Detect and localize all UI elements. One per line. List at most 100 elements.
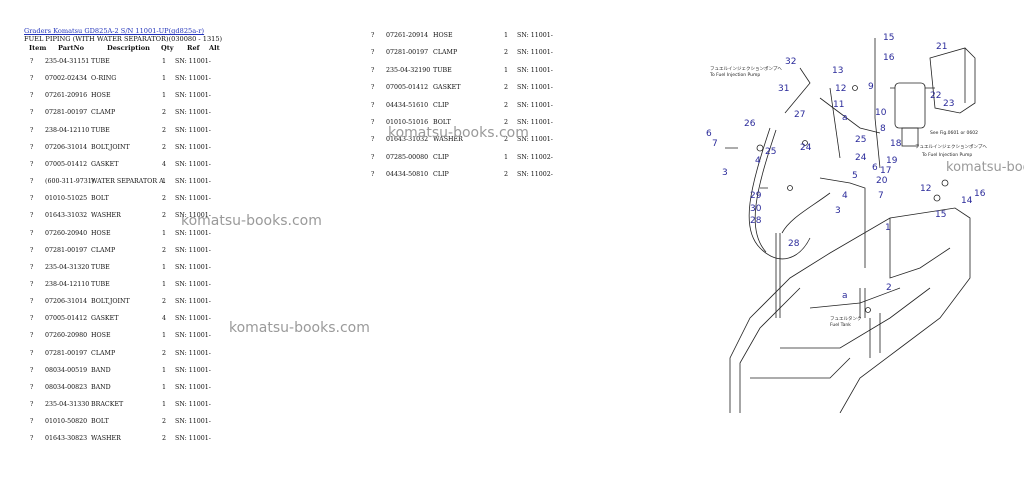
cell-partno: 235-04-32190 — [386, 66, 431, 74]
callout-17: 17 — [880, 166, 891, 176]
cell-ref: SN: 11001- — [517, 136, 553, 144]
cell-desc: GASKET — [91, 160, 119, 168]
cell-desc: BRACKET — [91, 401, 124, 408]
cell-partno: 07206-31014 — [45, 143, 88, 151]
cell-partno: 235-04-31330 — [45, 401, 90, 408]
cell-item: ? — [30, 246, 34, 254]
cell-desc: BOLT,JOINT — [91, 298, 130, 306]
cell-ref: SN: 11001- — [517, 66, 553, 74]
callout-16: 16 — [883, 53, 895, 63]
note-jp-injection-pump-2: フュエルインジェクションポンプへ — [915, 143, 987, 150]
cell-partno: 01643-31032 — [386, 136, 429, 144]
cell-qty: 1 — [162, 401, 167, 408]
cell-ref: SN: 11001- — [175, 298, 211, 306]
cell-partno: 04434-51610 — [386, 101, 429, 109]
callout-6: 6 — [872, 163, 878, 173]
cell-item: ? — [371, 101, 375, 109]
cell-partno: 07281-00197 — [45, 109, 88, 117]
cell-qty: 1 — [162, 92, 167, 100]
callout-13: 13 — [832, 66, 843, 76]
cell-partno: 07261-20916 — [45, 92, 88, 100]
cell-partno: 07285-00080 — [386, 153, 429, 161]
cell-qty: 2 — [162, 246, 167, 254]
cell-item: ? — [371, 171, 375, 179]
callout-14: 14 — [961, 196, 973, 206]
callout-21: 21 — [936, 42, 947, 52]
callout-29: 29 — [750, 191, 762, 201]
callout-26: 26 — [744, 119, 756, 129]
callout-15: 15 — [883, 33, 894, 43]
cell-item: ? — [30, 298, 34, 306]
cell-qty: 1 — [162, 75, 167, 83]
cell-partno: 01643-30823 — [45, 435, 88, 443]
callout-2: 2 — [886, 283, 892, 293]
cell-desc: WASHER — [91, 435, 121, 443]
cell-qty: 2 — [162, 212, 167, 220]
cell-item: ? — [30, 160, 34, 168]
cell-ref: SN: 11001- — [175, 366, 211, 374]
cell-item: ? — [371, 153, 375, 161]
callout-1: 1 — [885, 223, 891, 233]
breadcrumb-link[interactable]: Graders Komatsu GD825A-2 S/N 11001-UP(gd… — [24, 27, 205, 35]
cell-partno: 07206-31014 — [45, 298, 88, 306]
cell-ref: SN: 11001- — [175, 126, 211, 134]
cell-desc: BAND — [91, 366, 111, 374]
callout-31: 31 — [778, 84, 789, 94]
callout-a: a — [842, 113, 848, 123]
cell-desc: CLAMP — [91, 349, 116, 357]
cell-desc: BOLT,JOINT — [91, 143, 130, 151]
cell-partno: 07281-00197 — [45, 246, 88, 254]
callout-22: 22 — [930, 91, 941, 101]
cell-qty: 2 — [504, 171, 509, 179]
cell-item: ? — [30, 435, 34, 443]
note-jp-injection-pump: フュエルインジェクションポンプへ — [710, 65, 782, 72]
cell-item: ? — [30, 263, 34, 271]
cell-qty: 2 — [504, 101, 509, 109]
cell-ref: SN: 11001- — [175, 212, 211, 220]
note-see-fig: See Fig.0601 or 0602 — [930, 130, 978, 136]
cell-ref: SN: 11001- — [517, 84, 553, 92]
cell-desc: WASHER — [91, 212, 121, 220]
watermark: komatsu-books.com — [946, 160, 1024, 175]
cell-item: ? — [30, 109, 34, 117]
cell-qty: 2 — [162, 195, 167, 203]
cell-item: ? — [30, 178, 34, 186]
cell-item: ? — [30, 58, 34, 65]
cell-ref: SN: 11001- — [175, 263, 211, 271]
callout-a: a — [842, 291, 848, 301]
callout-30: 30 — [750, 204, 762, 214]
callout-20: 20 — [876, 176, 888, 186]
cell-ref: SN: 11001- — [175, 280, 211, 288]
col-item-header: Item — [29, 44, 47, 52]
cell-desc: O-RING — [91, 75, 117, 83]
cell-item: ? — [30, 75, 34, 83]
cell-desc: WATER SEPARATOR A. — [91, 178, 166, 186]
cell-ref: SN: 11001- — [175, 75, 211, 83]
cell-desc: BOLT — [91, 195, 109, 203]
cell-ref: SN: 11001- — [517, 119, 553, 126]
page-title: FUEL PIPING (WITH WATER SEPARATOR)(03008… — [24, 35, 223, 43]
callout-28: 28 — [788, 239, 800, 249]
cell-partno: 235-04-31151 — [45, 58, 90, 65]
cell-qty: 2 — [504, 119, 509, 126]
col-description-header: Description — [107, 44, 150, 52]
cell-qty: 2 — [504, 49, 509, 57]
cell-item: ? — [30, 229, 34, 237]
cell-desc: HOSE — [91, 332, 111, 340]
cell-qty: 1 — [504, 66, 509, 74]
cell-ref: SN: 11001- — [175, 435, 211, 443]
cell-partno: 01643-31032 — [45, 212, 88, 220]
cell-partno: 07260-20980 — [45, 332, 88, 340]
